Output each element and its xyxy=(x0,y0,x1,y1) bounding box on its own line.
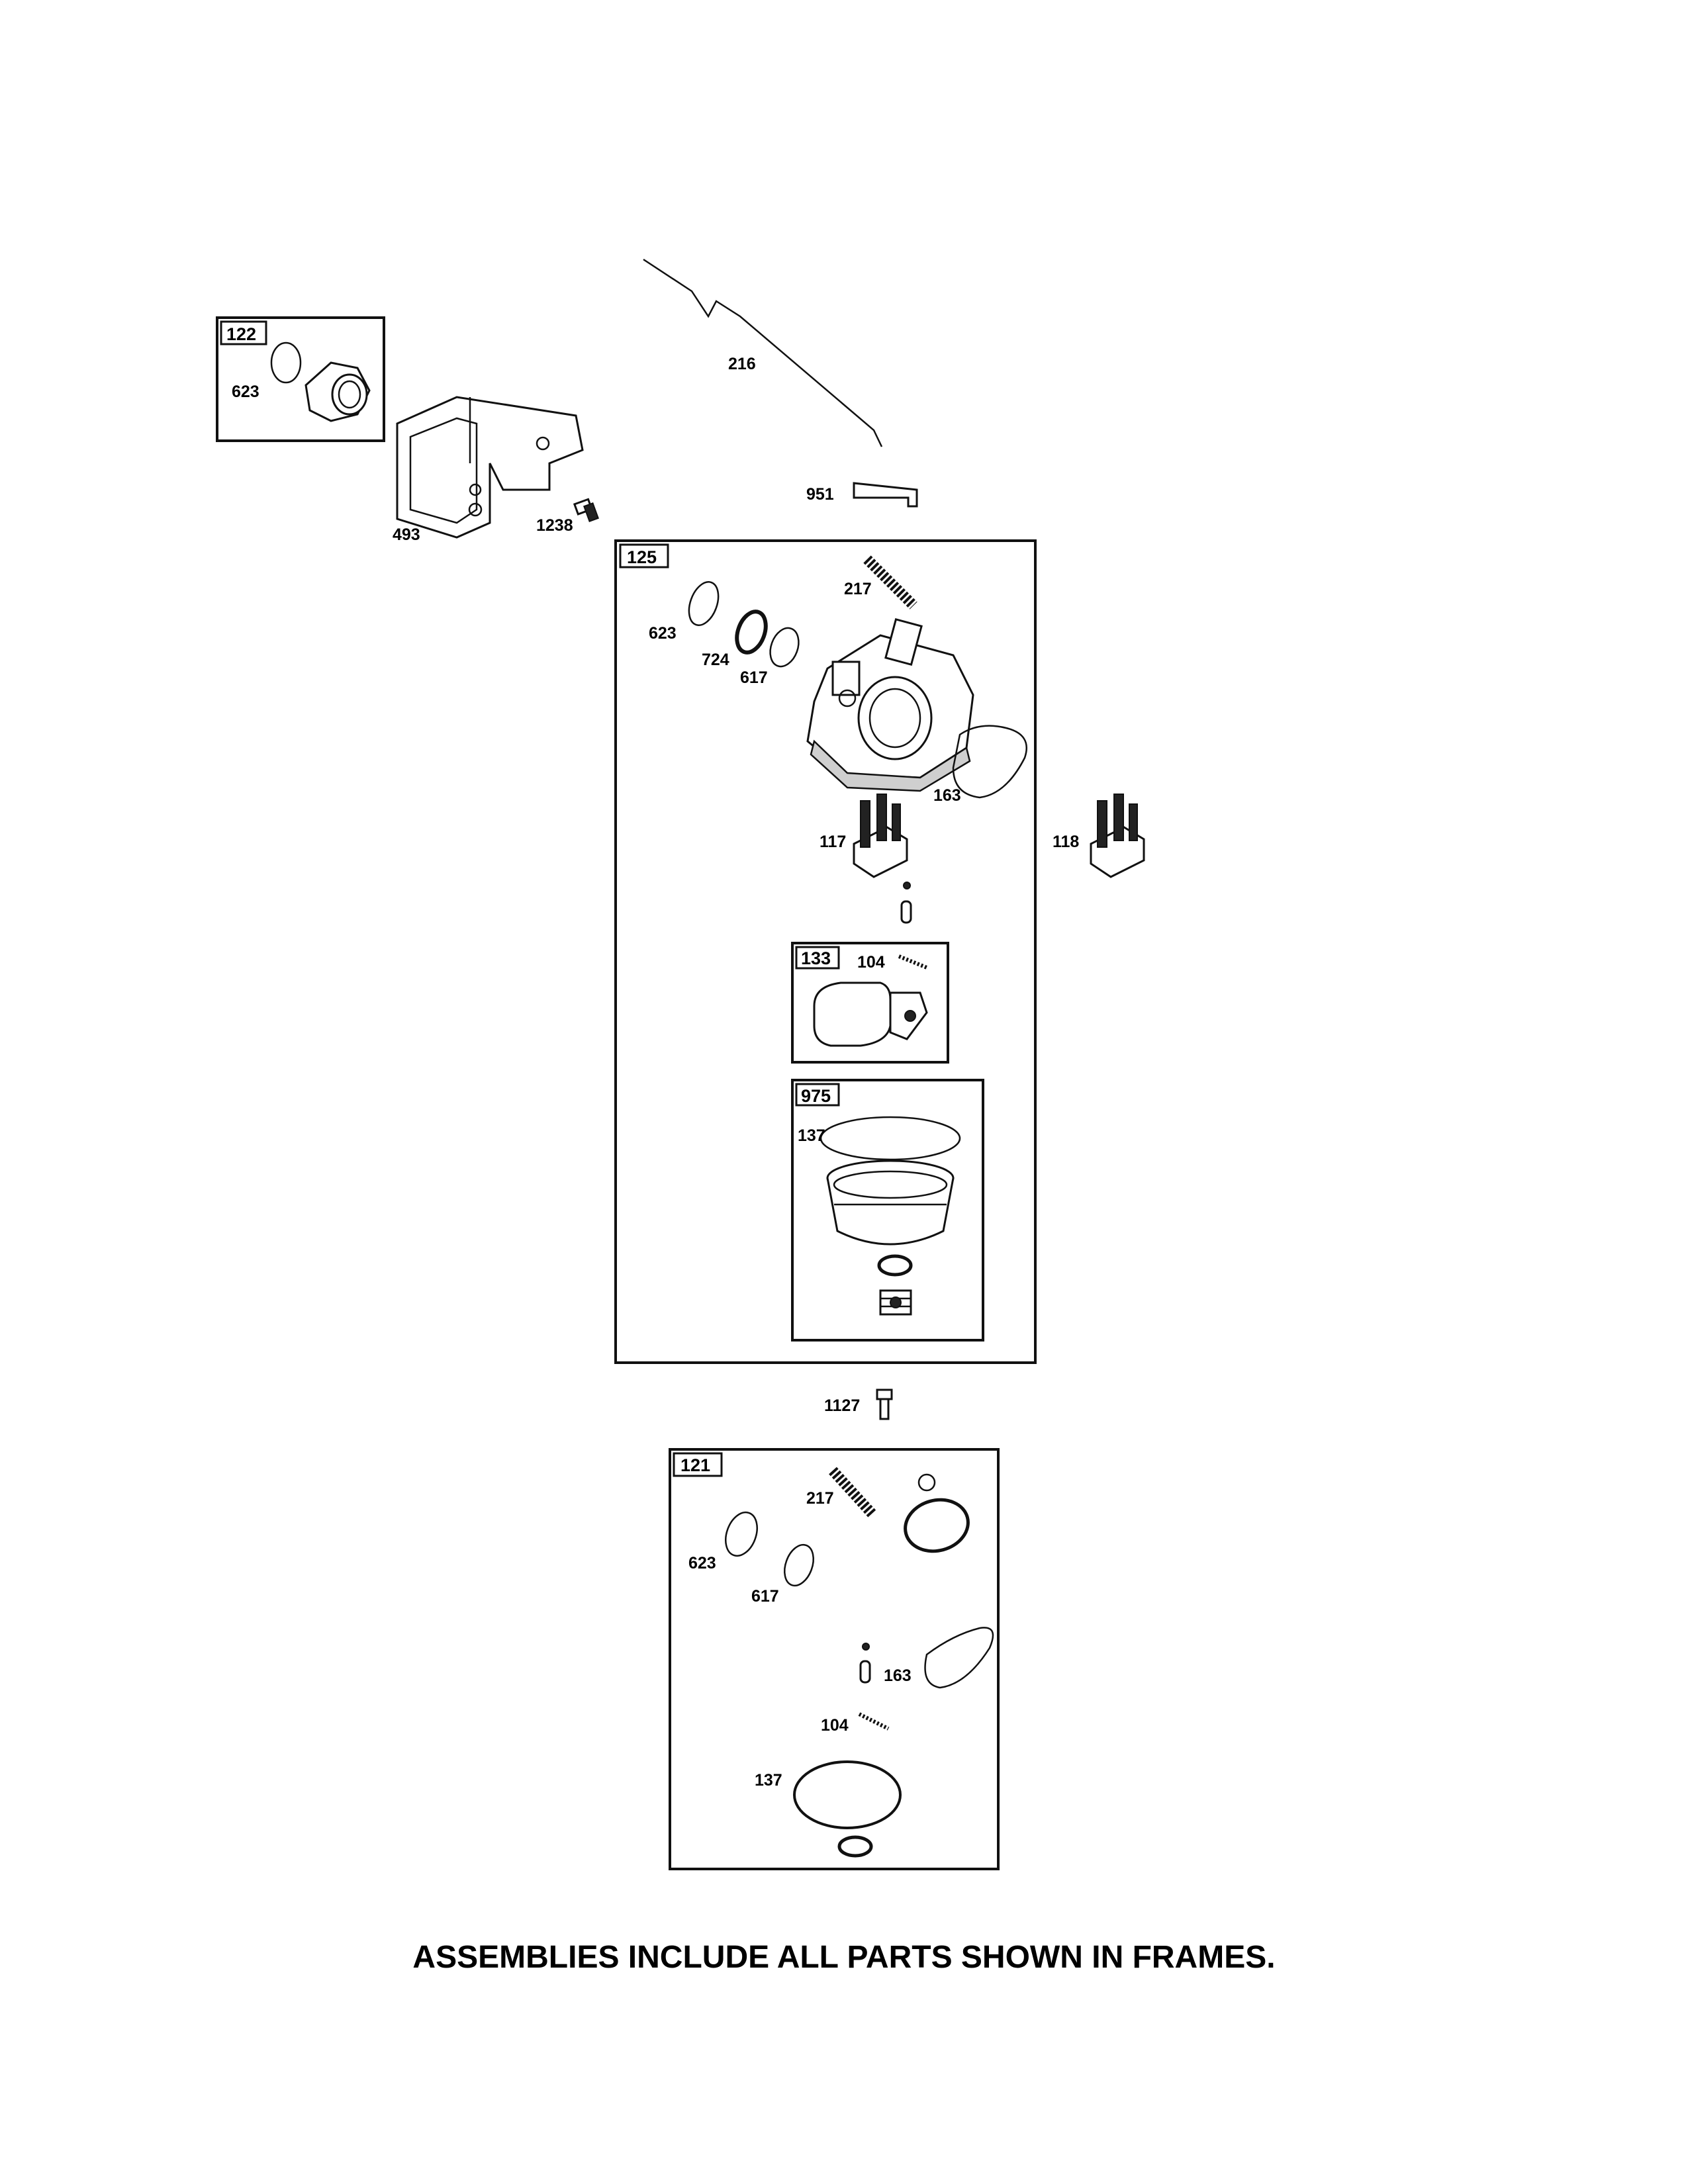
carburetor-body-icon xyxy=(806,618,974,792)
spring-217-icon xyxy=(863,555,917,610)
label-118: 118 xyxy=(1053,833,1079,851)
label-1127: 1127 xyxy=(824,1396,860,1415)
bowl-nut-icon xyxy=(879,1289,912,1316)
label-493: 493 xyxy=(393,525,420,544)
oring-623-icon xyxy=(688,581,720,626)
pin-104-icon xyxy=(898,954,928,970)
fuel-bowl-icon xyxy=(826,1160,955,1246)
governor-bracket-icon xyxy=(396,396,584,539)
label-623: 623 xyxy=(232,383,259,401)
oring-623-icon xyxy=(270,341,302,384)
oring-617-icon xyxy=(784,1543,814,1587)
needle-clip-icon xyxy=(903,882,911,889)
svg-text:133: 133 xyxy=(801,948,831,968)
gasket-137-icon xyxy=(820,1116,961,1161)
gasket-137-icon xyxy=(793,1760,902,1829)
spring-217-icon xyxy=(829,1467,876,1518)
frame-122: 122 623 xyxy=(216,316,385,442)
label-137: 137 xyxy=(755,1771,782,1790)
label-617: 617 xyxy=(751,1587,779,1606)
label-104: 104 xyxy=(821,1716,849,1735)
float-needle-icon xyxy=(859,1660,871,1684)
breather-housing-icon xyxy=(305,361,371,422)
screw-1238-icon xyxy=(573,498,599,522)
label-104: 104 xyxy=(857,953,885,972)
governor-link-216-icon xyxy=(643,258,883,447)
frame-121: 121 217 623 617 163 104 137 xyxy=(669,1448,1000,1870)
needle-clip-icon xyxy=(862,1643,870,1651)
label-163: 163 xyxy=(884,1666,912,1685)
label-617: 617 xyxy=(740,668,768,687)
seal-724-icon xyxy=(735,610,768,655)
label-216: 216 xyxy=(728,355,756,373)
washer-icon xyxy=(917,1473,936,1492)
label-217: 217 xyxy=(844,580,872,598)
label-623: 623 xyxy=(688,1554,716,1572)
label-1238: 1238 xyxy=(536,516,573,535)
screw-1127-icon xyxy=(876,1388,893,1420)
gasket-163-icon xyxy=(952,725,1028,799)
oring-617-icon xyxy=(769,627,800,668)
nozzle-118-icon xyxy=(1090,794,1145,878)
svg-text:125: 125 xyxy=(627,547,657,567)
lever-951-icon xyxy=(853,482,918,508)
bowl-washer-icon xyxy=(837,1835,873,1858)
frame-125: 125 217 623 724 617 163 xyxy=(614,539,1037,1364)
nozzle-117-icon xyxy=(853,794,908,878)
frame-133: 133 104 xyxy=(791,942,949,1064)
label-217: 217 xyxy=(806,1489,834,1508)
oring-623-icon xyxy=(725,1511,758,1557)
float-icon xyxy=(813,981,928,1047)
label-724: 724 xyxy=(702,651,729,669)
svg-text:121: 121 xyxy=(680,1455,710,1475)
label-117: 117 xyxy=(820,833,846,851)
svg-text:122: 122 xyxy=(226,324,256,344)
bowl-washer-icon xyxy=(877,1254,913,1277)
svg-text:975: 975 xyxy=(801,1086,831,1106)
gasket-163-icon xyxy=(924,1627,994,1689)
label-623: 623 xyxy=(649,624,677,643)
label-163: 163 xyxy=(933,786,961,805)
label-951: 951 xyxy=(806,485,834,504)
frame-975: 975 137 xyxy=(791,1079,984,1342)
pin-104-icon xyxy=(858,1712,890,1731)
label-137: 137 xyxy=(798,1126,825,1145)
footer-note: ASSEMBLIES INCLUDE ALL PARTS SHOWN IN FR… xyxy=(412,1940,1276,1975)
float-needle-icon xyxy=(900,900,912,924)
oring-large-icon xyxy=(904,1498,970,1553)
